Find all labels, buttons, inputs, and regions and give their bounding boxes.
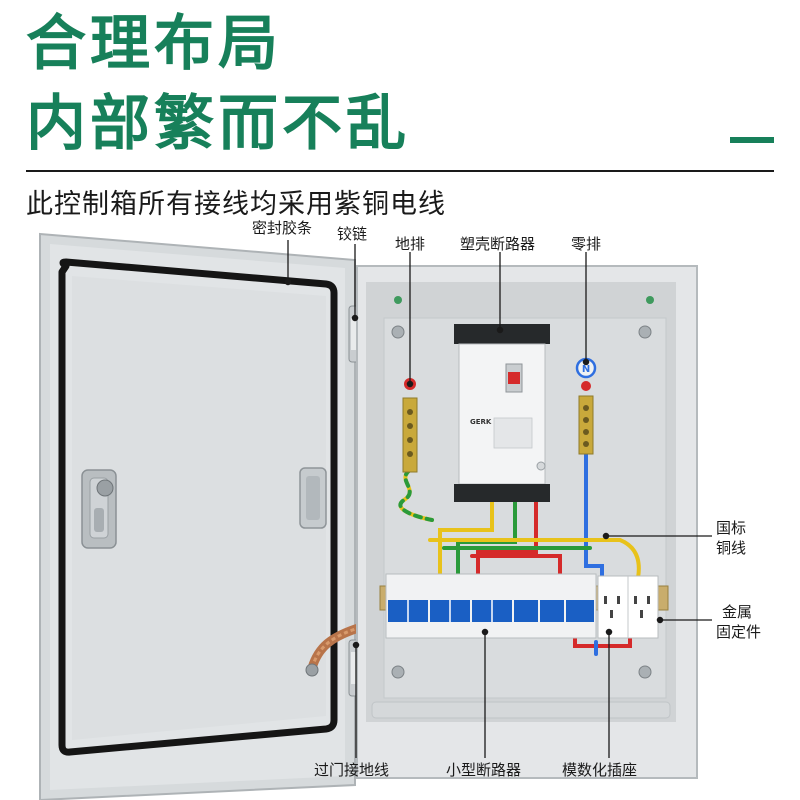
neutral-bar: N [575, 357, 597, 455]
door-lock [81, 469, 117, 549]
breaker-brand: GERK [470, 418, 492, 426]
label-seal-strip: 密封胶条 [252, 219, 313, 237]
divider-rule [26, 170, 774, 172]
label-metal-rail-2: 固定件 [716, 623, 762, 641]
mini-breakers [385, 573, 597, 639]
label-mini-breaker: 小型断路器 [446, 761, 522, 779]
label-hinge: 铰链 [337, 225, 368, 243]
neutral-marker: N [582, 364, 590, 375]
door-ground-wire [305, 621, 370, 677]
label-copper-wire-2: 铜线 [716, 539, 747, 557]
subtitle: 此控制箱所有接线均采用紫铜电线 [26, 189, 446, 220]
label-mccb: 塑壳断路器 [460, 235, 536, 253]
label-neutral-bar: 零排 [571, 235, 602, 253]
modular-sockets [597, 575, 659, 639]
label-modular-socket: 模数化插座 [562, 761, 638, 779]
door-handle [299, 467, 327, 529]
label-door-ground-wire: 过门接地线 [314, 761, 390, 779]
headline-line-2: 内部繁而不乱 [26, 89, 410, 159]
mccb: GERK [454, 324, 550, 502]
label-metal-rail-1: 金属 [722, 603, 753, 621]
label-ground-bar: 地排 [395, 235, 426, 253]
headline-line-1: 合理布局 [26, 9, 282, 79]
seal-strip [58, 258, 338, 756]
accent-dash [730, 137, 774, 143]
cabinet-door [39, 232, 370, 800]
leader-lines [284, 240, 712, 758]
copper-wires [398, 448, 641, 656]
label-copper-wire-1: 国标 [716, 519, 747, 537]
